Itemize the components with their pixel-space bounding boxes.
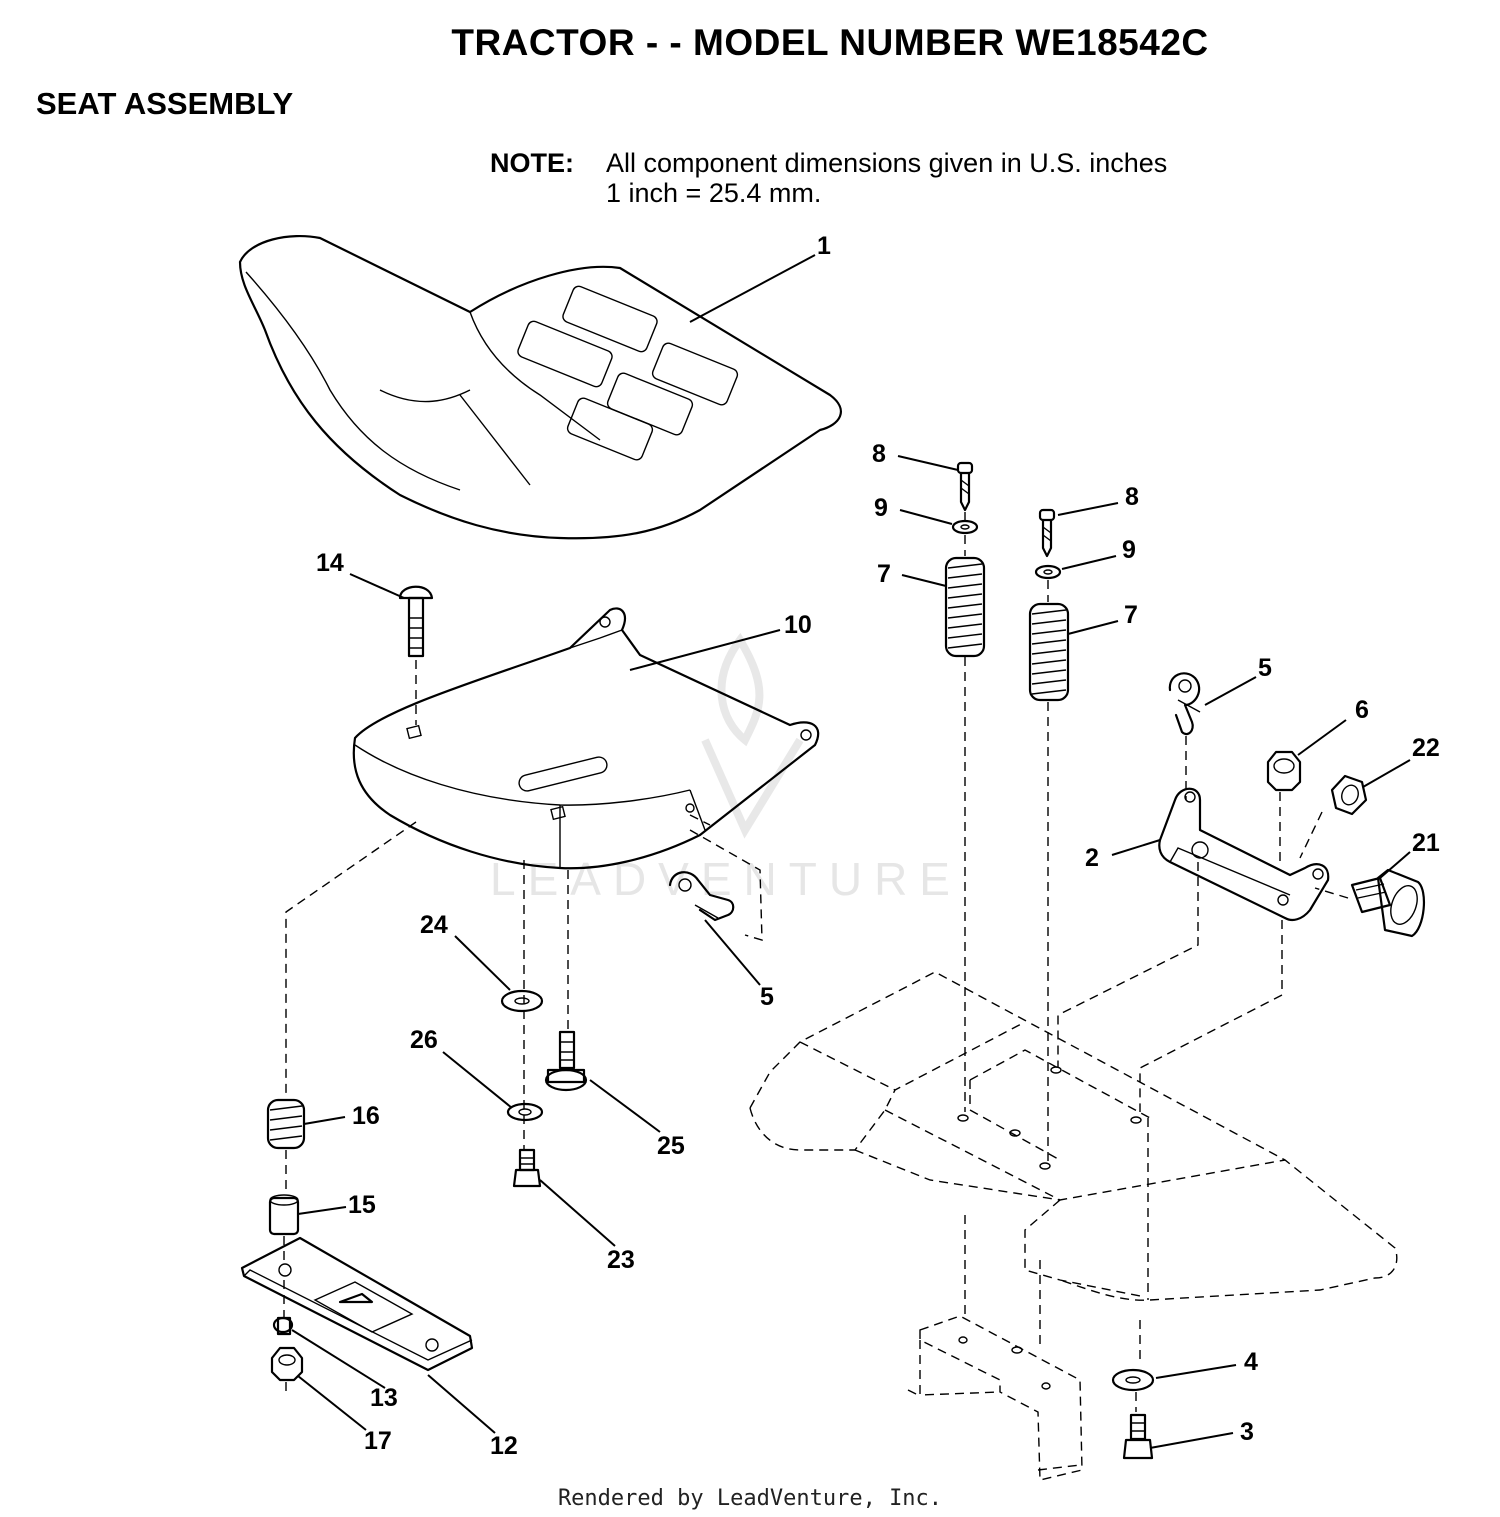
callout-16: 16 (352, 1102, 380, 1130)
bolt-21 (1350, 868, 1425, 938)
bracket-2 (1158, 787, 1330, 921)
bushing-15 (268, 1194, 300, 1236)
note-text-line2: 1 inch = 25.4 mm. (606, 178, 822, 208)
carriage-bolt (398, 585, 434, 658)
clip-5-right (1168, 672, 1201, 736)
washer-9-left (951, 519, 979, 535)
bolt-8-left (956, 461, 974, 512)
callout-21: 21 (1412, 829, 1440, 857)
note-text-line1: All component dimensions given in U.S. i… (606, 148, 1168, 178)
bolt-25 (544, 1030, 588, 1092)
callout-26: 26 (410, 1026, 438, 1054)
callout-22: 22 (1412, 734, 1440, 762)
washer-26 (506, 1102, 544, 1122)
callout-4: 4 (1244, 1348, 1258, 1376)
bolt-8-right (1038, 508, 1056, 558)
footer-credit: Rendered by LeadVenture, Inc. (557, 1486, 943, 1511)
callout-5-right: 5 (1258, 654, 1272, 682)
callout-12: 12 (490, 1432, 518, 1460)
callout-9-right: 9 (1122, 536, 1136, 564)
washer-24 (500, 989, 544, 1013)
leader-lines (291, 254, 1411, 1449)
callout-9-left: 9 (874, 494, 888, 522)
dashline-16 (285, 821, 417, 1096)
callout-3: 3 (1240, 1418, 1254, 1446)
nut-22 (1330, 774, 1368, 816)
clip-5-left (668, 871, 735, 922)
tractor-frame (749, 971, 1398, 1481)
spring-16 (266, 1098, 306, 1150)
bolt-23 (512, 1148, 542, 1188)
callout-8-left: 8 (872, 440, 886, 468)
bolt-13 (272, 1316, 294, 1336)
callout-14: 14 (316, 549, 344, 577)
callout-23: 23 (607, 1246, 635, 1274)
note-label: NOTE: (490, 148, 574, 178)
section-title: SEAT ASSEMBLY (36, 86, 294, 121)
callout-6: 6 (1355, 696, 1369, 724)
callout-5-left: 5 (760, 983, 774, 1011)
watermark-logo (701, 632, 804, 839)
callout-25: 25 (657, 1132, 685, 1160)
watermark-text: LEADVENTURE (490, 853, 962, 905)
callout-15: 15 (348, 1191, 376, 1219)
seat-pan (352, 607, 820, 870)
nut-6 (1266, 750, 1302, 792)
callout-7-right: 7 (1124, 601, 1138, 629)
seat (238, 234, 842, 540)
callout-8-right: 8 (1125, 483, 1139, 511)
callout-2: 2 (1085, 844, 1099, 872)
callout-17: 17 (364, 1427, 392, 1455)
plate-12 (240, 1236, 474, 1372)
callout-1: 1 (817, 232, 831, 260)
washer-9-right (1034, 564, 1062, 580)
callout-13: 13 (370, 1384, 398, 1412)
page-title: TRACTOR - - MODEL NUMBER WE18542C (451, 22, 1209, 63)
spring-7-left (944, 556, 986, 658)
nut-17 (270, 1346, 304, 1382)
spring-7-right (1028, 602, 1070, 702)
bolt-3 (1122, 1413, 1154, 1460)
callout-24: 24 (420, 911, 448, 939)
washer-4 (1111, 1368, 1155, 1392)
callout-7-left: 7 (877, 560, 891, 588)
callout-10: 10 (784, 611, 812, 639)
